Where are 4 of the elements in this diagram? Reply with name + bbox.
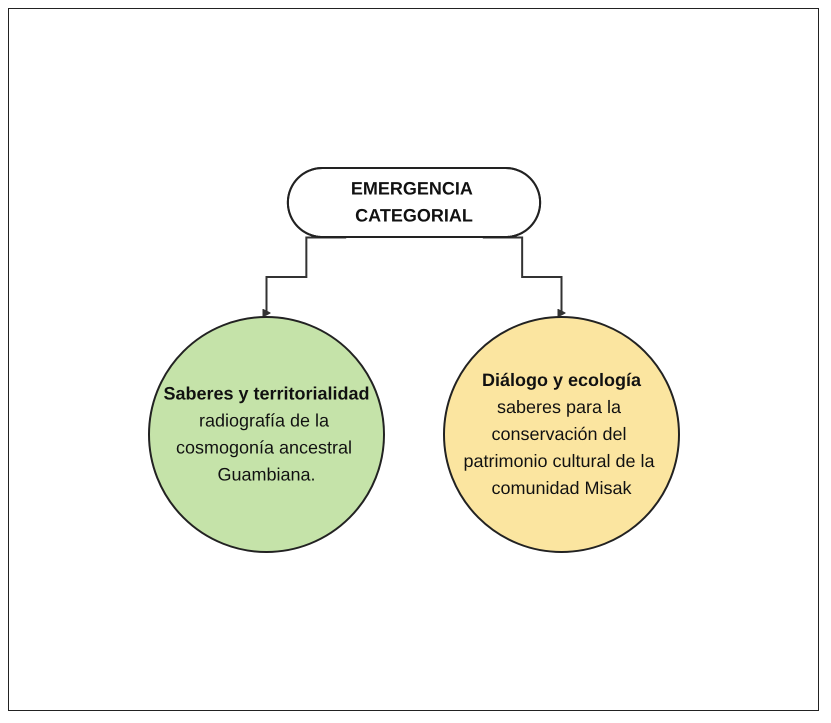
node-circle: Saberes y territorialidad radiografía de la cosmogonía ancestral Guambiana. — [148, 316, 384, 552]
node-circle: Diálogo y ecología saberes para la conservación del patrimonio cultural de la comunidad Misak — [442, 316, 680, 552]
arrow — [482, 236, 566, 317]
arrow — [262, 236, 346, 317]
